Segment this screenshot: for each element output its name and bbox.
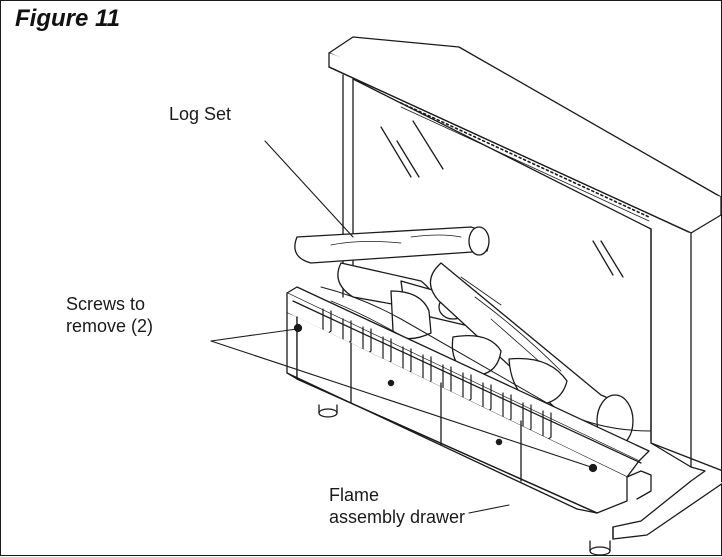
screws <box>293 323 598 473</box>
screws-text-line1: Screws to <box>66 294 146 314</box>
side-panel <box>612 228 722 540</box>
figure-title: Figure 11 <box>15 5 120 32</box>
drawer-text-line1: Flame <box>329 485 380 505</box>
drawer-text-line2: assembly drawer <box>329 507 466 527</box>
top-hood <box>328 36 722 234</box>
glass-panel <box>342 74 652 442</box>
screws-label: Screws to remove (2) <box>66 293 153 337</box>
log-set-text: Log Set <box>169 104 232 124</box>
screws-text-line2: remove (2) <box>66 316 154 336</box>
leader-lines <box>210 140 592 514</box>
log-set-label: Log Set <box>169 103 231 125</box>
drawer-label: Flame assembly drawer <box>329 484 465 528</box>
